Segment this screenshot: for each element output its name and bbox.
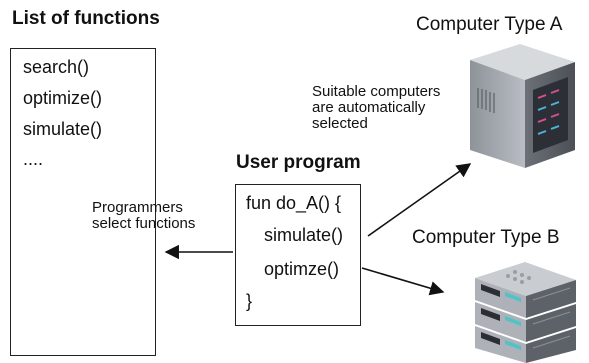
program-line: } — [246, 291, 253, 311]
program-line-optimze: optimze() — [264, 259, 340, 279]
to-computer-b-arrow — [361, 267, 445, 296]
server-tower-icon — [470, 44, 575, 168]
user-program-box: fun do_A() { simulate() optimze() } — [235, 184, 361, 326]
computer-a-label: Computer Type A — [416, 14, 563, 35]
function-item: search() — [23, 57, 90, 77]
program-line-simulate: simulate() — [264, 225, 344, 245]
function-item-ellipsis: .... — [23, 149, 44, 169]
functions-list-panel: search() optimize() simulate() .... — [10, 48, 156, 356]
auto-select-note-line: are automatically — [312, 99, 426, 116]
computer-b-label: Computer Type B — [412, 227, 560, 248]
programmers-note-line: Programmers — [92, 199, 183, 216]
program-line: fun do_A() { — [246, 193, 342, 213]
programmers-note-line: select functions — [92, 215, 196, 232]
to-computer-a-arrow — [367, 163, 472, 237]
function-item: simulate() — [23, 119, 103, 139]
user-program-title: User program — [236, 152, 361, 173]
auto-select-note-line: Suitable computers — [312, 83, 441, 100]
rack-server-icon — [475, 262, 576, 363]
auto-select-note: Suitable computers are automatically sel… — [312, 84, 440, 132]
programmers-note: Programmers select functions — [92, 200, 195, 232]
auto-select-note-line: selected — [312, 115, 368, 132]
function-item: optimize() — [23, 88, 103, 108]
functions-list-title: List of functions — [12, 8, 160, 29]
